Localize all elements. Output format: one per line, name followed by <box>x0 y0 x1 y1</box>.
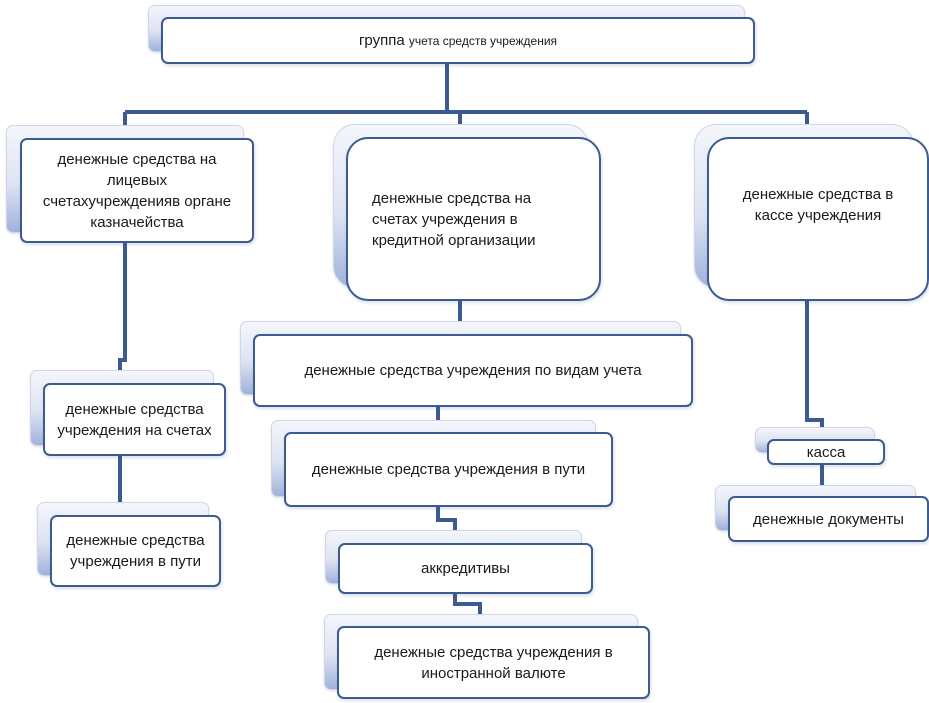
connector-cashbox-to-kassa <box>805 300 824 440</box>
node-treasury-label: денежные средства на лицевых счетахучреж… <box>42 150 232 231</box>
root-node: группа учета средств учреждения <box>161 17 755 64</box>
node-letters-of-credit: аккредитивы <box>338 543 593 594</box>
node-money-documents: денежные документы <box>728 496 929 542</box>
node-foreign-currency: денежные средства учреждения в иностранн… <box>337 626 650 699</box>
node-by-accounting-type: денежные средства учреждения по видам уч… <box>253 334 693 407</box>
root-node-label: группа учета средств учреждения <box>359 30 557 52</box>
root-node-rest: учета средств учреждения <box>408 33 558 48</box>
node-in-transit-left-label: денежные средства учреждения в пути <box>66 532 205 570</box>
node-on-accounts-label: денежные средства учреждения на счетах <box>57 400 212 439</box>
node-foreign-currency-label: денежные средства учреждения в иностранн… <box>374 643 613 682</box>
node-kassa-label: касса <box>806 443 846 461</box>
node-kassa: касса <box>767 439 885 465</box>
node-credit-org-label: денежные средства на счетах учреждения в… <box>372 189 536 249</box>
node-by-accounting-type-label: денежные средства учреждения по видам уч… <box>304 362 642 379</box>
node-letters-of-credit-label: аккредитивы <box>421 560 510 577</box>
node-in-transit-left: денежные средства учреждения в пути <box>50 515 221 587</box>
node-credit-org: денежные средства на счетах учреждения в… <box>346 137 601 301</box>
node-money-documents-label: денежные документы <box>753 510 904 528</box>
root-node-word: группа <box>358 31 405 49</box>
connector-treasury-to-accounts <box>118 243 127 383</box>
node-treasury: денежные средства на лицевых счетахучреж… <box>20 138 254 243</box>
node-in-transit-mid: денежные средства учреждения в пути <box>284 432 613 507</box>
node-cashbox: денежные средства в кассе учреждения <box>707 137 929 301</box>
node-in-transit-mid-label: денежные средства учреждения в пути <box>311 461 586 478</box>
node-cashbox-label: денежные средства в кассе учреждения <box>742 186 894 224</box>
node-on-accounts: денежные средства учреждения на счетах <box>43 383 226 456</box>
